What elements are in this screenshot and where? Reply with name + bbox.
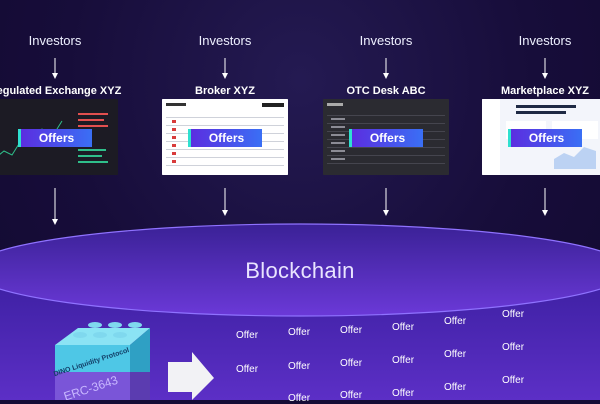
platform-screenshot-marketplace: Offers [482, 99, 600, 175]
offer-token: Offer [340, 325, 363, 336]
offers-badge-otc: Offers [349, 129, 423, 147]
blockchain-label: Blockchain [245, 258, 355, 283]
offer-token: Offer [236, 330, 259, 341]
investors-label-1: Investors [28, 33, 82, 48]
offers-badge-broker: Offers [188, 129, 262, 147]
offer-token: Offer [288, 393, 311, 404]
platform-title-marketplace: Marketplace XYZ [500, 85, 590, 97]
offer-token: Offer [288, 327, 311, 338]
offers-badge-marketplace: Offers [508, 129, 582, 147]
investors-label-3: Investors [359, 33, 413, 48]
offer-token: Offer [392, 355, 415, 366]
offer-token: Offer [236, 364, 259, 375]
investors-label-2: Investors [198, 33, 252, 48]
offer-token: Offer [340, 390, 363, 401]
offer-token: Offer [288, 361, 311, 372]
offers-badge-exchange: Offers [18, 129, 92, 147]
protocol-arrow [168, 352, 214, 400]
platform-title-otc: OTC Desk ABC [346, 85, 426, 97]
offer-token: Offer [502, 375, 525, 386]
platform-title-exchange: Regulated Exchange XYZ [0, 85, 122, 97]
platform-screenshot-exchange: Offers [0, 99, 118, 175]
investors-label-4: Investors [518, 33, 572, 48]
offer-token: Offer [444, 349, 467, 360]
blockchain-ellipse [0, 223, 600, 317]
offer-token: Offer [502, 309, 525, 320]
platform-screenshot-broker: Offers [162, 99, 288, 175]
platform-title-broker: Broker XYZ [195, 85, 255, 97]
offer-token: Offer [392, 388, 415, 399]
offer-token: Offer [444, 316, 467, 327]
offer-token: Offer [392, 322, 415, 333]
platform-screenshot-otc: Offers [323, 99, 449, 175]
offer-token: Offer [444, 382, 467, 393]
offer-token: Offer [340, 358, 363, 369]
offer-token: Offer [502, 342, 525, 353]
